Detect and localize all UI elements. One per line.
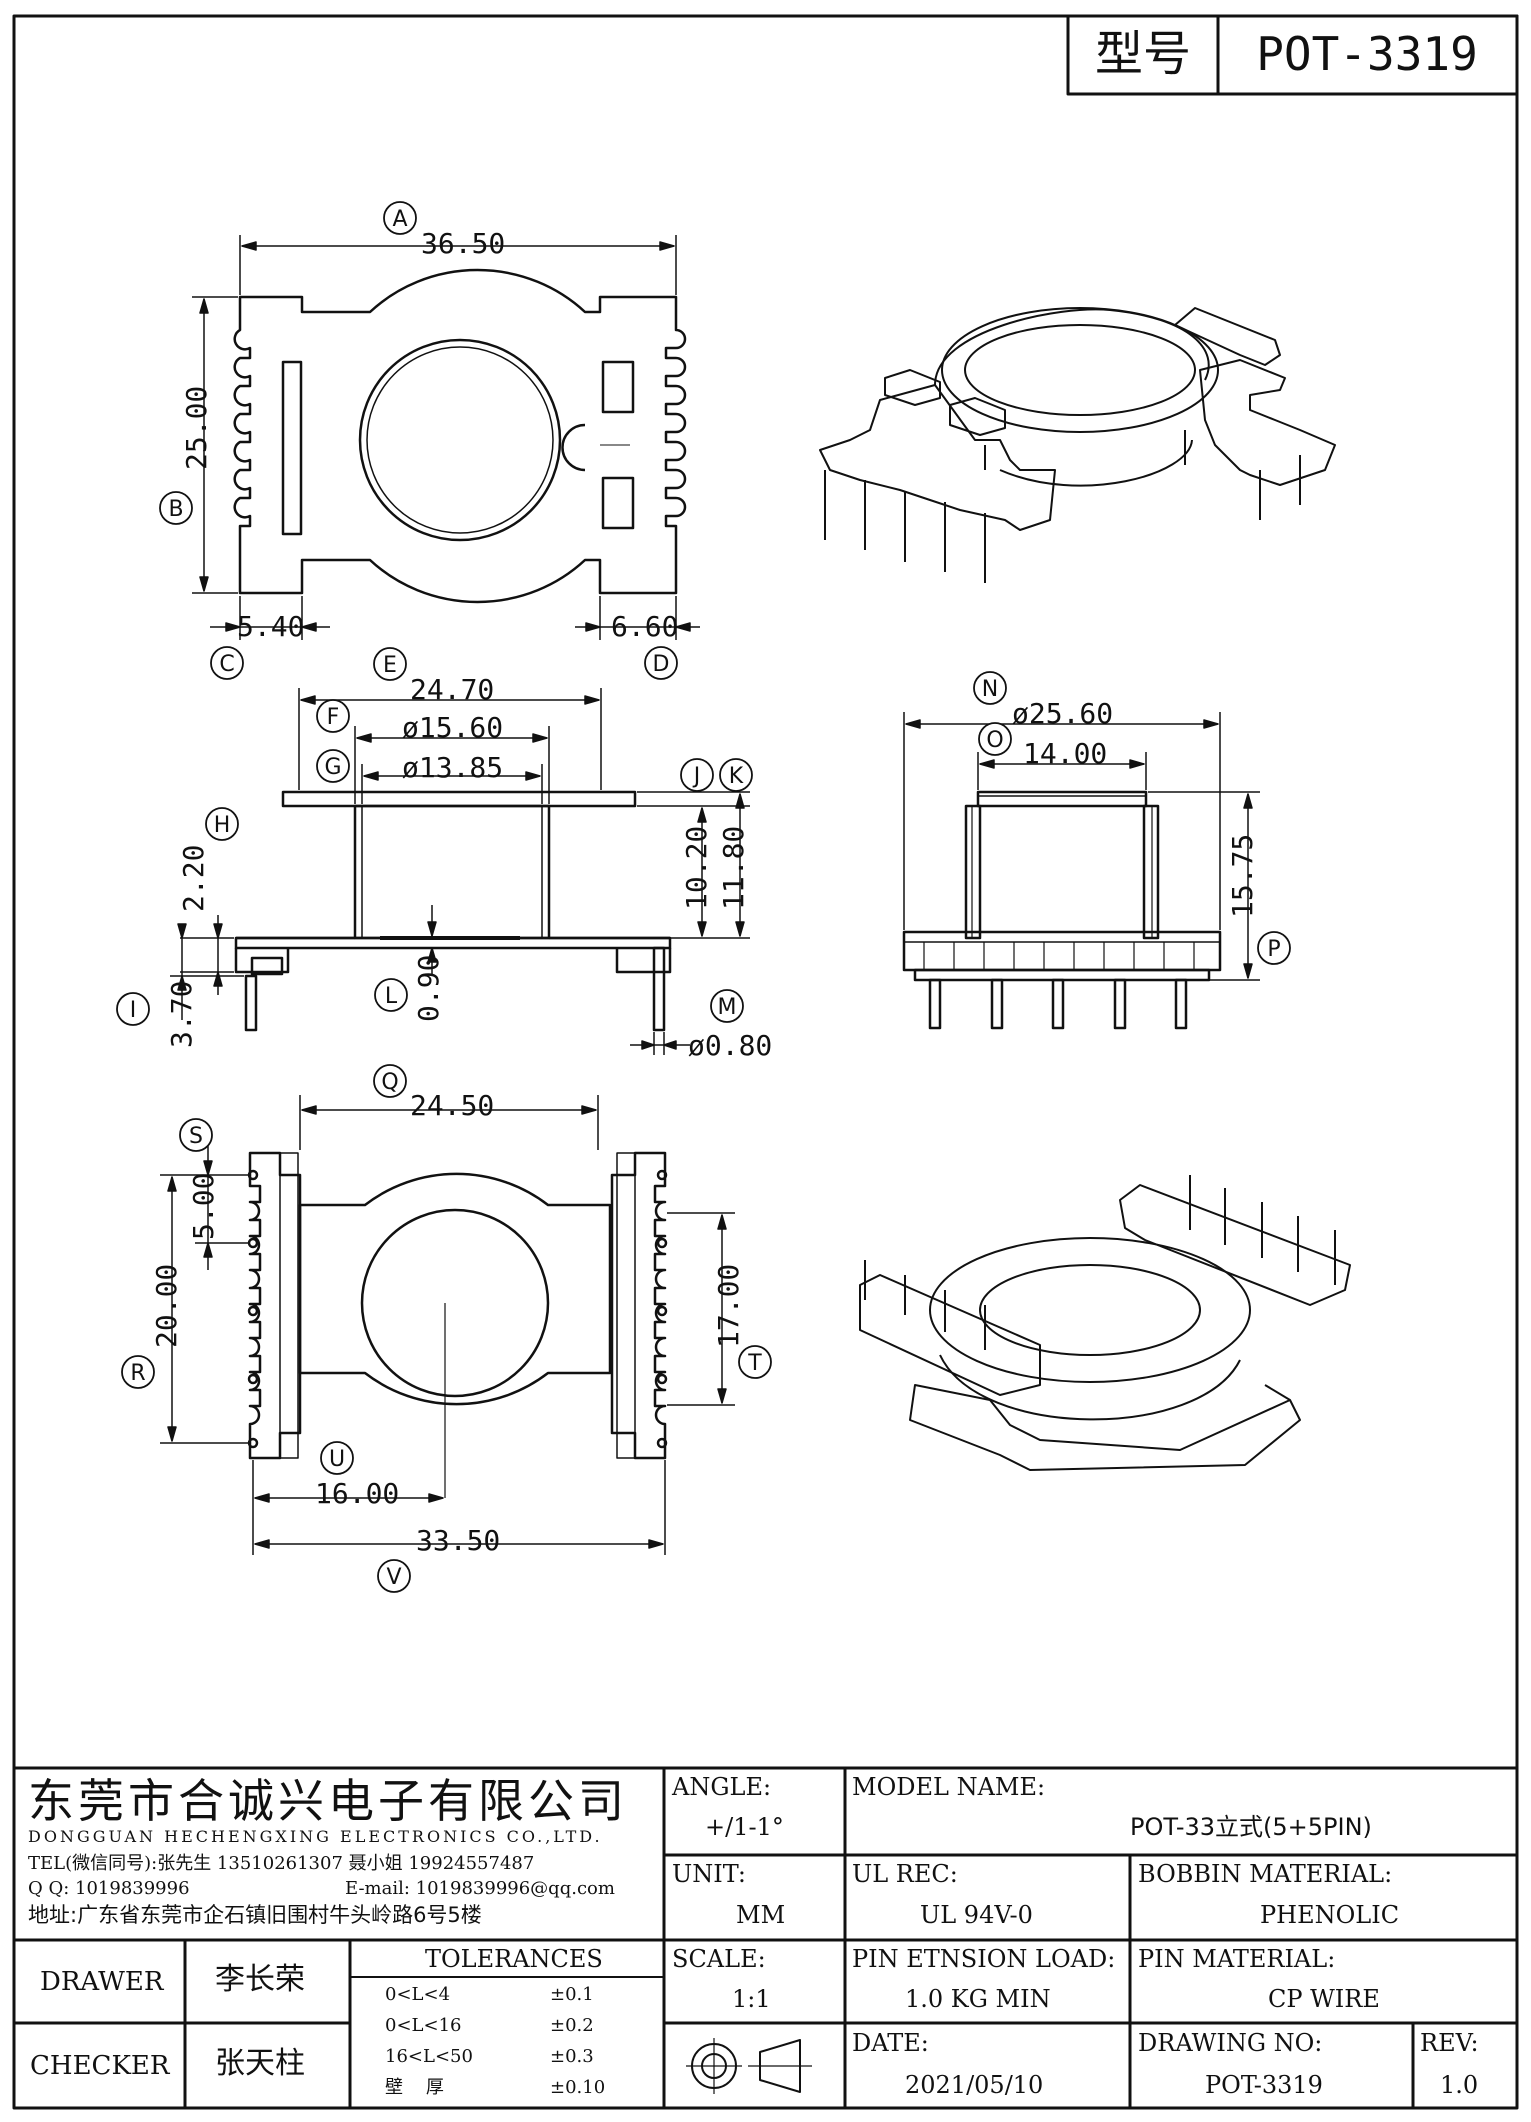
tolerance-range-1: 0<L<4 bbox=[385, 1984, 451, 2005]
checker-value: 张天柱 bbox=[215, 2046, 305, 2081]
drawer-value: 李长荣 bbox=[215, 1962, 305, 1997]
side-view-left bbox=[234, 790, 672, 1032]
scale-value: 1:1 bbox=[732, 1985, 771, 2013]
model-name-label: MODEL NAME: bbox=[852, 1773, 1046, 1801]
isometric-view-top bbox=[819, 307, 1336, 583]
tolerances-label: TOLERANCES bbox=[425, 1945, 603, 1973]
dim-t: 17.00 bbox=[712, 1263, 745, 1348]
pin-material-value: CP WIRE bbox=[1268, 1985, 1380, 2013]
title-block-grid bbox=[14, 1766, 1517, 2108]
company-address: 地址:广东省东莞市企石镇旧围村牛头岭路6号5楼 bbox=[28, 1903, 482, 1927]
company-email: E-mail: 1019839996@qq.com bbox=[345, 1878, 615, 1899]
dim-n: ø25.60 bbox=[1012, 697, 1114, 730]
tolerance-range-2: 0<L<16 bbox=[385, 2015, 462, 2036]
drawer-label: DRAWER bbox=[40, 1967, 164, 1997]
tolerance-range-4: 壁 厚 bbox=[385, 2077, 444, 2098]
dim-r: 20.00 bbox=[150, 1263, 183, 1348]
bottom-view-dims bbox=[160, 1095, 735, 1555]
side-view-right-dims bbox=[903, 712, 1260, 981]
drawing-no-label: DRAWING NO: bbox=[1138, 2029, 1323, 2057]
dim-o: 14.00 bbox=[1023, 737, 1108, 770]
pin-load-value: 1.0 KG MIN bbox=[905, 1985, 1051, 2013]
pin-material-label: PIN MATERIAL: bbox=[1138, 1945, 1336, 1973]
dim-a: 36.50 bbox=[421, 227, 506, 260]
drawing-no-value: POT-3319 bbox=[1205, 2071, 1323, 2099]
checker-label: CHECKER bbox=[30, 2051, 170, 2081]
rev-label: REV: bbox=[1420, 2029, 1479, 2057]
isometric-view-bottom bbox=[859, 1175, 1351, 1471]
dim-g: ø13.85 bbox=[402, 751, 504, 784]
dim-f: ø15.60 bbox=[402, 711, 504, 744]
dim-m: ø0.80 bbox=[688, 1029, 773, 1062]
tolerance-value-3: ±0.3 bbox=[550, 2046, 594, 2067]
side-view-right bbox=[902, 790, 1222, 1030]
scale-label: SCALE: bbox=[672, 1945, 766, 1973]
dim-q: 24.50 bbox=[410, 1089, 495, 1122]
ul-rec-label: UL REC: bbox=[852, 1860, 958, 1888]
unit-label: UNIT: bbox=[672, 1860, 746, 1888]
dim-l: 0.90 bbox=[412, 954, 445, 1022]
angle-label: ANGLE: bbox=[672, 1773, 772, 1801]
drawing-symbol bbox=[686, 2038, 812, 2094]
company-name-en: DONGGUAN HECHENGXING ELECTRONICS CO.,LTD… bbox=[28, 1827, 603, 1846]
dim-k: 11.80 bbox=[717, 825, 750, 910]
tolerance-value-4: ±0.10 bbox=[550, 2077, 606, 2098]
top-view bbox=[233, 268, 687, 604]
company-name-cn: 东莞市合诚兴电子有限公司 bbox=[28, 1774, 628, 1828]
dim-p: 15.75 bbox=[1226, 833, 1259, 918]
company-qq: Q Q: 1019839996 bbox=[28, 1878, 190, 1899]
dim-c: 5.40 bbox=[237, 610, 305, 643]
header-model-box: 型号 POT-3319 bbox=[1066, 14, 1519, 96]
dim-s: 5.00 bbox=[187, 1172, 220, 1240]
header-model-value: POT-3319 bbox=[1256, 27, 1478, 81]
dim-i: 3.70 bbox=[165, 980, 198, 1048]
dim-b: 25.00 bbox=[180, 385, 213, 470]
pin-load-label: PIN ETNSION LOAD: bbox=[852, 1945, 1116, 1973]
top-view-dims bbox=[192, 235, 700, 640]
dim-d: 6.60 bbox=[611, 610, 679, 643]
side-view-left-dims bbox=[170, 688, 750, 1055]
company-tel: TEL(微信同号):张先生 13510261307 聂小姐 1992455748… bbox=[28, 1853, 535, 1874]
rev-value: 1.0 bbox=[1440, 2071, 1479, 2099]
sheet-border bbox=[12, 14, 1519, 2110]
tolerance-range-3: 16<L<50 bbox=[385, 2046, 473, 2067]
model-name-value: POT-33立式(5+5PIN) bbox=[1130, 1813, 1372, 1841]
bobbin-material-value: PHENOLIC bbox=[1260, 1901, 1400, 1929]
dim-h: 2.20 bbox=[177, 844, 210, 912]
tolerance-value-1: ±0.1 bbox=[550, 1984, 594, 2005]
dim-v: 33.50 bbox=[416, 1524, 501, 1557]
angle-value: +/1-1° bbox=[705, 1813, 784, 1841]
tolerance-value-2: ±0.2 bbox=[550, 2015, 594, 2036]
dim-e: 24.70 bbox=[410, 673, 495, 706]
date-label: DATE: bbox=[852, 2029, 929, 2057]
header-model-label: 型号 bbox=[1095, 26, 1191, 82]
bottom-view bbox=[247, 1151, 668, 1498]
dim-u: 16.00 bbox=[315, 1477, 400, 1510]
ul-rec-value: UL 94V-0 bbox=[920, 1901, 1033, 1929]
date-value: 2021/05/10 bbox=[905, 2071, 1044, 2099]
dim-j: 10.20 bbox=[680, 825, 713, 910]
bobbin-material-label: BOBBIN MATERIAL: bbox=[1138, 1860, 1393, 1888]
unit-value: MM bbox=[736, 1901, 786, 1929]
